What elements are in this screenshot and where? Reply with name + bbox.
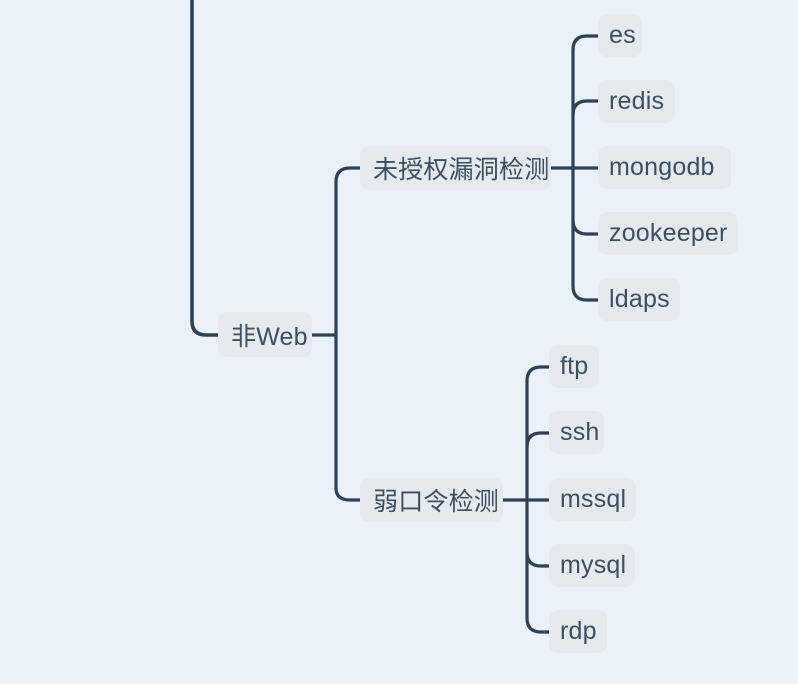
node-label: zookeeper (609, 219, 728, 247)
node-ftp[interactable]: ftp (549, 345, 599, 388)
edge-to-mysql (525, 550, 551, 568)
node-zookeeper[interactable]: zookeeper (598, 212, 738, 255)
node-label: 非Web (231, 322, 308, 351)
node-non-web[interactable]: 非Web (218, 312, 312, 357)
node-ssh[interactable]: ssh (549, 411, 604, 454)
node-unauthorized-vuln-detection[interactable]: 未授权漏洞检测 (360, 146, 551, 190)
node-weak-password-detection[interactable]: 弱口令检测 (360, 478, 503, 522)
edge-to-ssh (525, 431, 551, 449)
node-label: es (609, 21, 636, 49)
edge-to-unauthorized-vuln-detection (334, 166, 362, 184)
node-label: mongodb (609, 153, 715, 181)
node-label: mssql (560, 485, 627, 513)
edge-to-rdp (525, 616, 551, 634)
node-label: ssh (560, 418, 600, 446)
node-label: mysql (560, 551, 627, 579)
edge-to-ftp (525, 365, 551, 383)
node-ldaps[interactable]: ldaps (598, 278, 680, 321)
node-label: rdp (560, 617, 597, 645)
node-redis[interactable]: redis (598, 80, 675, 123)
node-mysql[interactable]: mysql (549, 544, 635, 587)
edge-to-weak-password-detection (334, 486, 362, 502)
node-label: 弱口令检测 (373, 488, 500, 516)
edge-to-es (571, 34, 600, 52)
edge-to-redis (571, 99, 600, 117)
edge-to-ldaps (571, 284, 600, 302)
node-label: ldaps (609, 285, 670, 313)
node-es[interactable]: es (598, 14, 642, 57)
edge-trunk-to-non-web (190, 0, 220, 337)
node-mongodb[interactable]: mongodb (598, 146, 731, 189)
node-label: 未授权漏洞检测 (373, 156, 550, 184)
edge-to-zookeeper (571, 218, 600, 236)
node-label: ftp (560, 352, 589, 380)
node-label: redis (609, 87, 665, 115)
node-rdp[interactable]: rdp (549, 610, 607, 653)
node-mssql[interactable]: mssql (549, 478, 636, 521)
